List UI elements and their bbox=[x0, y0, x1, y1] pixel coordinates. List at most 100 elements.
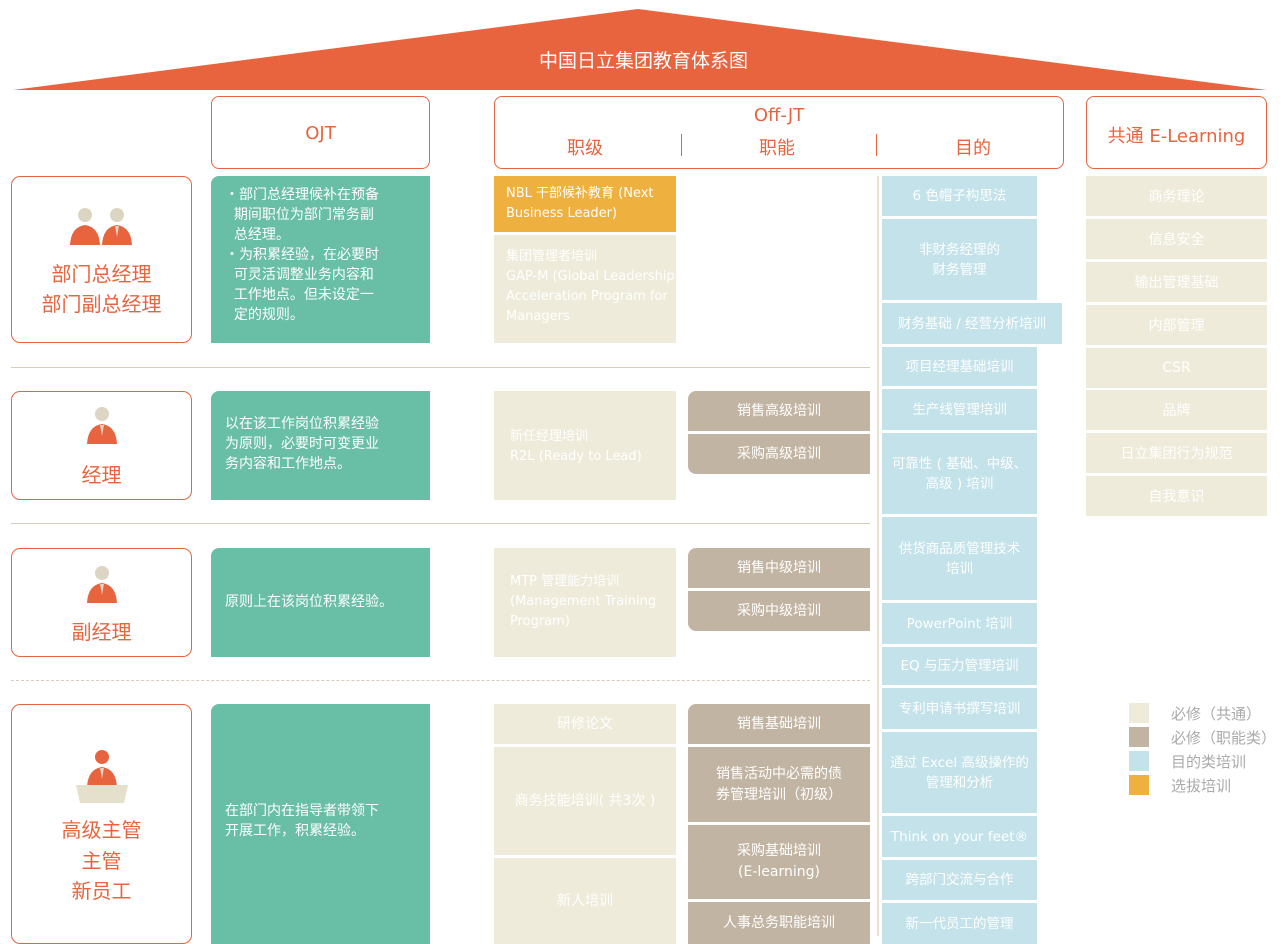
r2l-line: 新任经理培训 bbox=[510, 429, 589, 444]
gap-line: Managers bbox=[506, 309, 570, 324]
header-divider bbox=[876, 134, 877, 156]
ojt-text-line: 以在该工作岗位积累经验 bbox=[225, 416, 379, 432]
purpose-line: 非财务经理的 bbox=[919, 241, 1000, 258]
elearning-header bbox=[1086, 96, 1267, 169]
legend-item: 选拔培训 bbox=[1129, 775, 1231, 795]
purpose-item: 项目经理基础培训 bbox=[882, 347, 1037, 386]
ojt-text-line: 定的规则。 bbox=[225, 307, 304, 323]
elearning-item: 信息安全 bbox=[1086, 219, 1267, 259]
purpose-item: 可靠性 ( 基础、中级、 高级 ) 培训 bbox=[882, 433, 1037, 514]
ojt-text-line: 开展工作，积累经验。 bbox=[225, 823, 365, 839]
thesis-training: 研修论文 bbox=[494, 704, 676, 744]
mtp-line: (Management Training bbox=[510, 594, 657, 609]
legend-label: 选拔培训 bbox=[1171, 776, 1232, 795]
row-divider-dashed bbox=[11, 680, 870, 681]
debt-management-training: 销售活动中必需的债 券管理培训（初级） bbox=[688, 747, 870, 822]
elearning-item: CSR bbox=[1086, 348, 1267, 388]
debt-line: 销售活动中必需的债 bbox=[716, 765, 842, 782]
purpose-line: 培训 bbox=[946, 560, 973, 577]
elearning-item: 品牌 bbox=[1086, 390, 1267, 430]
ojt-manager: 以在该工作岗位积累经验 为原则，必要时可变更业 务内容和工作地点。 bbox=[211, 391, 430, 500]
elearning-item: 输出管理基础 bbox=[1086, 262, 1267, 302]
elearning-item: 日立集团行为规范 bbox=[1086, 433, 1267, 473]
offjt-header bbox=[494, 96, 1064, 169]
header-divider bbox=[681, 134, 682, 156]
ojt-text-line: 总经理。 bbox=[225, 227, 290, 243]
purchase-advanced-training: 采购高级培训 bbox=[688, 434, 870, 474]
legend-swatch bbox=[1129, 703, 1149, 723]
elearning-header-label: 共通 E-Learning bbox=[1107, 126, 1246, 147]
rank-header-label: 职级 bbox=[567, 138, 603, 159]
purpose-item: 非财务经理的 财务管理 bbox=[882, 219, 1037, 300]
purpose-header-label: 目的 bbox=[955, 138, 991, 159]
role-label-line: 高级主管 bbox=[61, 818, 142, 842]
two-persons-icon bbox=[70, 208, 132, 245]
role-label-line: 新员工 bbox=[71, 879, 132, 903]
gap-line: GAP-M (Global Leadership bbox=[506, 269, 675, 284]
purpose-item: 6 色帽子构思法 bbox=[882, 176, 1037, 216]
role-label-line: 主管 bbox=[81, 849, 122, 873]
ojt-text-line: 期间职位为部门常务副 bbox=[225, 207, 374, 223]
mtp-line: MTP 管理能力培训 bbox=[510, 574, 620, 589]
purpose-item: PowerPoint 培训 bbox=[882, 603, 1037, 644]
purpose-item: 财务基础 / 经营分析培训 bbox=[882, 303, 1062, 344]
ojt-supervisor: 在部门内在指导者带领下 开展工作，积累经验。 bbox=[211, 704, 430, 944]
ojt-text-line: 工作地点。但未设定一 bbox=[225, 287, 374, 303]
elearning-item: 商务理论 bbox=[1086, 176, 1267, 216]
hr-admin-training: 人事总务职能培训 bbox=[688, 902, 870, 944]
gap-line: Acceleration Program for bbox=[506, 289, 668, 304]
ojt-text-line: 在部门内在指导者带领下 bbox=[225, 803, 379, 819]
role-deputy-manager: 副经理 bbox=[11, 548, 192, 657]
r2l-line: R2L (Ready to Lead) bbox=[510, 449, 642, 464]
purchase-basic-training: 采购基础培训 (E-learning) bbox=[688, 825, 870, 899]
nbl-line: Business Leader) bbox=[506, 206, 618, 221]
legend-item: 必修（职能类） bbox=[1129, 727, 1276, 747]
purpose-item: EQ 与压力管理培训 bbox=[882, 647, 1037, 685]
page-title: 中国日立集团教育体系图 bbox=[538, 50, 748, 72]
debt-line: 券管理培训（初级） bbox=[716, 786, 842, 803]
new-hire-training: 新人培训 bbox=[494, 858, 676, 944]
purpose-item: 生产线管理培训 bbox=[882, 389, 1037, 430]
row-divider bbox=[11, 523, 870, 524]
function-header-label: 职能 bbox=[759, 138, 795, 159]
legend-item: 必修（共通） bbox=[1129, 703, 1261, 723]
nbl-line: NBL 干部候补教育 (Next bbox=[506, 186, 654, 201]
purpose-item: 专利申请书撰写培训 bbox=[882, 688, 1037, 729]
sales-intermediate-training: 销售中级培训 bbox=[688, 548, 870, 588]
ojt-text-line: ・为积累经验，在必要时 bbox=[225, 247, 379, 263]
role-label-line: 部门总经理 bbox=[51, 262, 152, 286]
sales-advanced-training: 销售高级培训 bbox=[688, 391, 870, 431]
purpose-item: 供货商品质管理技术 培训 bbox=[882, 517, 1037, 600]
gap-m-training: 集团管理者培训 GAP-M (Global Leadership Acceler… bbox=[494, 235, 676, 343]
role-label-line: 部门副总经理 bbox=[41, 292, 162, 316]
role-label-line: 经理 bbox=[81, 463, 122, 487]
ojt-header bbox=[211, 96, 430, 169]
legend-swatch bbox=[1129, 727, 1149, 747]
purpose-line: 供货商品质管理技术 bbox=[898, 540, 1021, 557]
business-skills-training: 商务技能培训( 共3次 ) bbox=[494, 747, 676, 855]
purpose-line: 通过 Excel 高级操作的 bbox=[890, 754, 1029, 771]
sales-basic-training: 销售基础培训 bbox=[688, 704, 870, 744]
ojt-text-line: ・部门总经理候补在预备 bbox=[225, 187, 379, 203]
roof-banner bbox=[13, 9, 1267, 90]
role-label-line: 副经理 bbox=[71, 620, 132, 644]
person-icon bbox=[87, 566, 117, 603]
role-supervisor: 高级主管 主管 新员工 bbox=[11, 704, 192, 944]
elearning-item: 内部管理 bbox=[1086, 305, 1267, 345]
ojt-text-line: 可灵活调整业务内容和 bbox=[225, 267, 374, 283]
purpose-item: 跨部门交流与合作 bbox=[882, 860, 1037, 900]
mtp-line: Program) bbox=[510, 614, 570, 629]
role-manager: 经理 bbox=[11, 391, 192, 500]
purpose-line: 高级 ) 培训 bbox=[925, 475, 994, 492]
nbl-training: NBL 干部候补教育 (Next Business Leader) bbox=[494, 176, 676, 232]
legend-item: 目的类培训 bbox=[1129, 751, 1246, 771]
purpose-line: 财务管理 bbox=[932, 261, 987, 278]
mtp-training: MTP 管理能力培训 (Management Training Program) bbox=[494, 548, 676, 657]
legend-label: 必修（职能类） bbox=[1171, 728, 1277, 747]
purchase-basic-line: 采购基础培训 bbox=[737, 843, 821, 859]
legend-label: 目的类培训 bbox=[1171, 752, 1247, 771]
r2l-training: 新任经理培训 R2L (Ready to Lead) bbox=[494, 391, 676, 500]
ojt-deputy-manager: 原则上在该岗位积累经验。 bbox=[211, 548, 430, 657]
legend-swatch bbox=[1129, 775, 1149, 795]
purpose-item: 新一代员工的管理 bbox=[882, 903, 1037, 944]
